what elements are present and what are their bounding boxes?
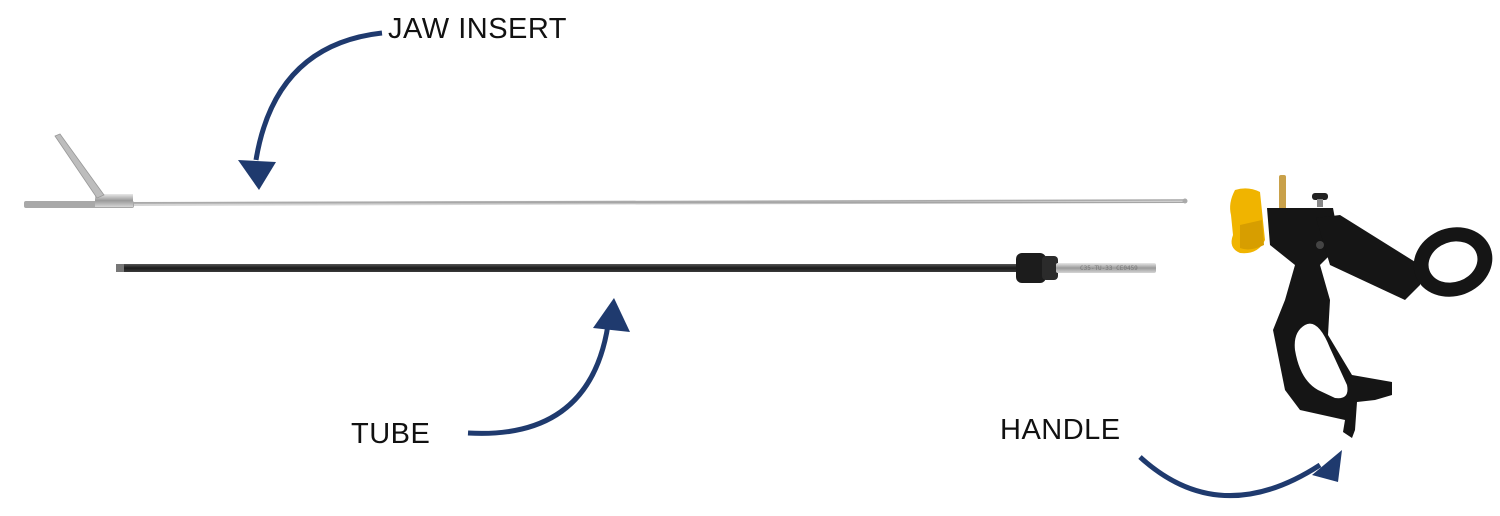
handle	[1230, 175, 1493, 438]
arrow-jaw-insert	[238, 30, 383, 190]
jaw-insert	[24, 133, 1188, 208]
tube: C35-TU-33 CE0459	[116, 253, 1156, 283]
arrow-handle	[1138, 450, 1342, 499]
arrow-tube	[467, 298, 630, 436]
label-jaw-insert: JAW INSERT	[388, 13, 568, 45]
label-handle: HANDLE	[1000, 414, 1121, 446]
tube-marking: C35-TU-33 CE0459	[1080, 265, 1138, 272]
label-tube: TUBE	[351, 418, 431, 450]
